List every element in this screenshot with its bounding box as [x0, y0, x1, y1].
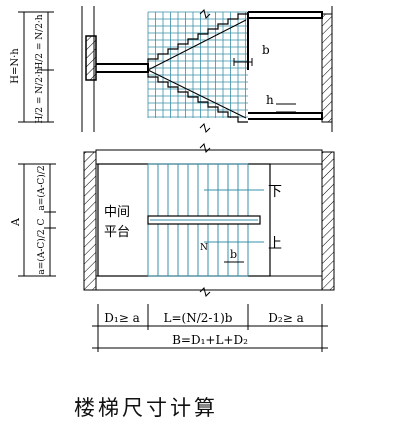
- plan-label-down: 下: [268, 184, 282, 200]
- lower-flight-profile: [147, 72, 248, 123]
- section-dim-lower: H/2 = N/2·h: [35, 68, 45, 123]
- section-view: b h H=N·h H/2 = N/2·h H/2 = N/2·h: [10, 6, 333, 133]
- plan-dim-d1: D₁≥ a: [104, 311, 139, 325]
- section-left-beam: [85, 35, 97, 81]
- plan-label-b: b: [230, 248, 237, 261]
- section-dim-total: H=N·h: [10, 48, 21, 84]
- plan-dim-l: L=(N/2-1)b: [164, 311, 233, 325]
- plan-label-n: N: [200, 243, 208, 253]
- upper-flight-profile: [147, 13, 248, 64]
- section-label-b: b: [262, 43, 270, 57]
- plan-dim-a: A: [9, 217, 22, 227]
- plan-label-platform-1: 中间: [104, 205, 130, 220]
- plan-view: 下 上 中间 平台 N b A a=(A-C)/2 C a=(A-C)/2 D₁…: [9, 143, 335, 352]
- section-dim-upper: H/2 = N/2·h: [35, 14, 45, 69]
- plan-dim-side-bottom: a=(A-C)/2: [36, 229, 47, 274]
- plan-dim-d2: D₂≥ a: [268, 311, 303, 325]
- plan-label-up: 上: [268, 236, 282, 252]
- plan-stair-treads: [147, 163, 249, 277]
- section-right-wall: [321, 13, 333, 123]
- plan-left-wall: [83, 151, 97, 291]
- plan-dim-side-top: a=(A-C)/2: [36, 165, 47, 210]
- plan-dim-b-total: B=D₁+L+D₂: [172, 333, 248, 347]
- diagram-caption: 楼梯尺寸计算: [74, 396, 218, 420]
- plan-dim-c: C: [37, 218, 47, 225]
- plan-label-platform-2: 平台: [104, 225, 130, 240]
- section-label-h: h: [266, 93, 274, 107]
- plan-right-wall: [321, 151, 335, 291]
